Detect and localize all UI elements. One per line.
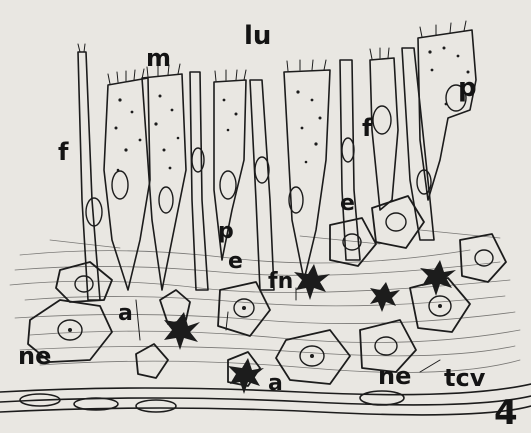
label-tcv: tcv bbox=[444, 364, 486, 392]
label-p-mid: p bbox=[218, 219, 234, 244]
label-ne-bottom: ne bbox=[378, 362, 411, 390]
label-m: m bbox=[146, 44, 171, 72]
label-e-mid: e bbox=[228, 249, 243, 274]
label-a-left: a bbox=[118, 301, 133, 326]
label-p-top: p bbox=[458, 73, 477, 103]
label-a-bottom: a bbox=[268, 371, 283, 396]
label-f-right: f bbox=[362, 114, 373, 142]
label-f-left: f bbox=[58, 138, 69, 166]
label-e-right: e bbox=[340, 191, 355, 216]
panel-number: 4 bbox=[494, 393, 518, 433]
label-lu: lu bbox=[244, 21, 271, 51]
label-fn: fn bbox=[268, 269, 293, 294]
label-ne-left: ne bbox=[18, 342, 51, 370]
